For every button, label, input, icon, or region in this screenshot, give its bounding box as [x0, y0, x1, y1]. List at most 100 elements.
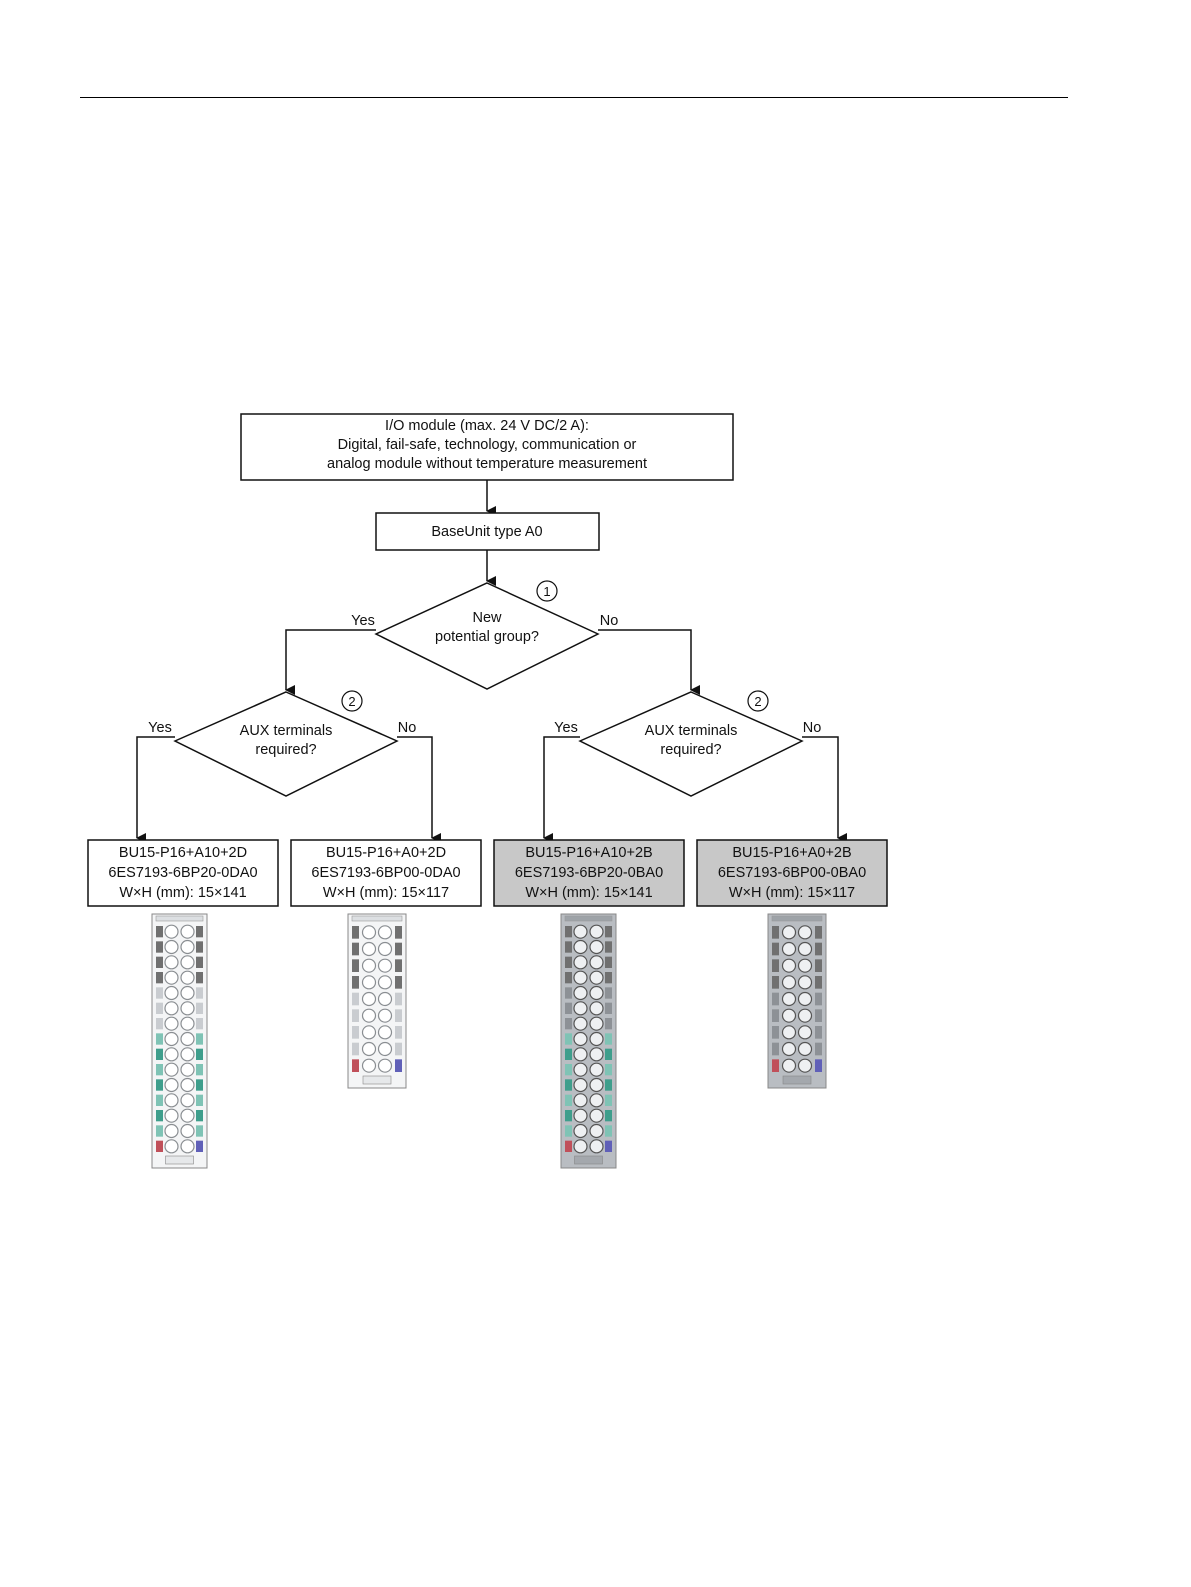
note-marker-circle [747, 690, 769, 712]
terminal-hole [589, 1016, 604, 1031]
baseunit-image-3 [560, 913, 617, 1169]
side-terminal [565, 956, 572, 968]
result-box-frame [87, 839, 279, 907]
terminal-hole [164, 924, 179, 939]
result-box-4-line-3: W×H (mm): 15×117 [729, 885, 855, 901]
side-terminal [772, 1026, 779, 1039]
terminal-hole [180, 1016, 195, 1031]
side-terminal [352, 942, 359, 956]
side-terminal [352, 976, 359, 989]
terminal-hole [797, 1025, 813, 1040]
side-terminal [196, 1079, 203, 1091]
result-box-1-line-3: W×H (mm): 15×141 [119, 885, 246, 901]
terminal-hole [377, 1025, 393, 1040]
terminal-hole [573, 1108, 588, 1123]
red-terminal [352, 1059, 359, 1072]
terminal-hole [180, 985, 195, 1001]
terminal-hole [180, 970, 195, 985]
terminal-hole [573, 1047, 588, 1062]
note-marker-circle [536, 580, 558, 602]
side-terminal [815, 1042, 822, 1056]
side-terminal [772, 959, 779, 972]
terminal-hole [164, 1001, 179, 1016]
side-terminal [196, 1033, 203, 1045]
start-box-line-3: analog module without temperature measur… [327, 456, 647, 472]
terminal-hole [164, 1108, 179, 1123]
baseunit-bottom-latch [362, 1075, 392, 1085]
side-terminal [605, 1094, 612, 1106]
terminal-hole [377, 958, 393, 973]
yes-label: Yes [351, 613, 375, 629]
result-box-2-line-3: W×H (mm): 15×117 [323, 885, 449, 901]
side-terminal [605, 1018, 612, 1030]
side-terminal [196, 972, 203, 984]
note-marker-2-right: 2 [754, 694, 761, 709]
side-terminal [156, 956, 163, 968]
terminal-hole [573, 1062, 588, 1077]
terminal-hole [164, 1062, 179, 1077]
terminal-hole [164, 955, 179, 970]
terminal-hole [797, 925, 813, 940]
side-terminal [772, 1042, 779, 1056]
decision-potential-line-2: potential group? [435, 629, 539, 645]
side-terminal [815, 1009, 822, 1022]
terminal-hole [573, 955, 588, 970]
side-terminal [395, 926, 402, 939]
result-box-2-line-2: 6ES7193-6BP00-0DA0 [311, 865, 460, 881]
side-terminal [605, 987, 612, 999]
decision-aux-right-line-2: required? [660, 742, 721, 758]
side-terminal [395, 942, 402, 956]
connector-aux-right-no [802, 736, 847, 843]
terminal-hole [589, 955, 604, 970]
terminal-hole [180, 939, 195, 955]
side-terminal [156, 1110, 163, 1122]
terminal-hole [180, 1031, 195, 1047]
connector-yes-left [285, 629, 376, 695]
side-terminal [196, 1002, 203, 1014]
decision-potential-line-1: New [472, 610, 502, 626]
side-terminal [352, 926, 359, 939]
side-terminal [196, 1064, 203, 1076]
terminal-hole [180, 1108, 195, 1123]
side-terminal [156, 926, 163, 938]
side-terminal [605, 1110, 612, 1122]
red-terminal [565, 1140, 572, 1152]
terminal-hole [361, 1058, 377, 1073]
no-label: No [600, 613, 619, 629]
side-terminal [605, 1002, 612, 1014]
terminal-hole [589, 985, 604, 1001]
terminal-hole [377, 1058, 393, 1073]
side-terminal [395, 1042, 402, 1056]
terminal-hole [180, 1077, 195, 1093]
start-box-line-2: Digital, fail-safe, technology, communic… [338, 437, 637, 453]
side-terminal [565, 1079, 572, 1091]
terminal-hole [781, 1008, 797, 1023]
terminal-hole [164, 1077, 179, 1093]
result-box-1-line-1: BU15-P16+A10+2D [119, 845, 247, 861]
baseunit-image-4 [767, 913, 827, 1089]
side-terminal [196, 941, 203, 953]
terminal-hole [797, 941, 813, 957]
connector-aux-left-yes [136, 736, 175, 843]
terminal-hole [589, 1062, 604, 1077]
side-terminal [565, 987, 572, 999]
blue-terminal [395, 1059, 402, 1072]
side-terminal [605, 1079, 612, 1091]
terminal-hole [180, 1093, 195, 1108]
result-box-3-line-2: 6ES7193-6BP20-0BA0 [515, 865, 663, 881]
terminal-hole [361, 941, 377, 957]
result-box-4-line-1: BU15-P16+A0+2B [732, 845, 851, 861]
terminal-hole [573, 985, 588, 1001]
baseunit-bottom-latch [574, 1155, 603, 1165]
baseunit-illustrations [151, 913, 827, 1169]
side-terminal [772, 1009, 779, 1022]
terminal-hole [164, 1093, 179, 1108]
side-terminal [395, 976, 402, 989]
terminal-hole [164, 1123, 179, 1139]
side-terminal [565, 1064, 572, 1076]
side-terminal [196, 1094, 203, 1106]
decision-potential-group: New potential group? 1 Yes No [351, 580, 619, 690]
side-terminal [772, 992, 779, 1006]
